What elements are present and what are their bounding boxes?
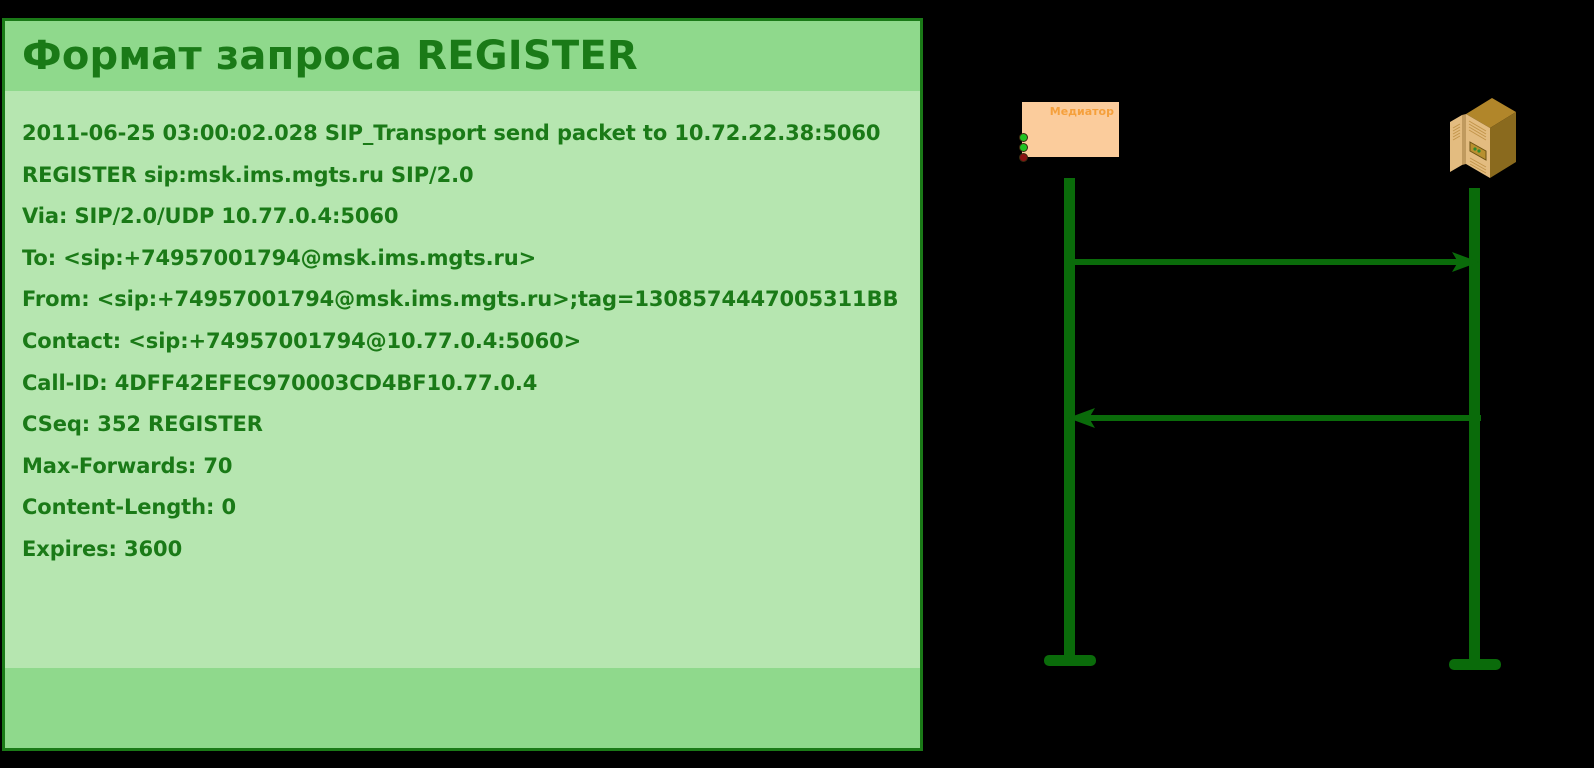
slide-footer — [5, 668, 920, 748]
mediator-node[interactable]: Медиатор — [1019, 102, 1119, 162]
log-line: Contact: <sip:+74957001794@10.77.0.4:506… — [22, 328, 582, 353]
log-line: Content-Length: 0 — [22, 495, 236, 520]
lifeline-foot-mediator — [1044, 655, 1096, 666]
led-green-1-icon — [1019, 133, 1028, 142]
log-line: Via: SIP/2.0/UDP 10.77.0.4:5060 — [22, 204, 399, 229]
mediator-label: Медиатор — [1049, 105, 1114, 118]
log-line: To: <sip:+74957001794@msk.ims.mgts.ru> — [22, 245, 537, 270]
message-arrow-left — [1066, 406, 1481, 430]
led-red-1-icon — [1019, 153, 1028, 162]
log-line: From: <sip:+74957001794@msk.ims.mgts.ru>… — [22, 287, 899, 312]
lifeline-mediator — [1064, 178, 1075, 663]
sequence-diagram: Медиатор — [926, 0, 1594, 768]
page-title: Формат запроса REGISTER — [22, 33, 638, 79]
slide-panel: Формат запроса REGISTER 2011-06-25 03:00… — [2, 18, 923, 751]
log-line: 2011-06-25 03:00:02.028 SIP_Transport se… — [22, 121, 881, 145]
led-green-2-icon — [1019, 143, 1028, 152]
lifeline-server — [1469, 188, 1480, 665]
log-line: CSeq: 352 REGISTER — [22, 412, 263, 437]
message-arrow-right — [1066, 250, 1481, 274]
log-line: Expires: 3600 — [22, 536, 183, 561]
lifeline-foot-server — [1449, 659, 1501, 670]
log-line: Call-ID: 4DFF42EFEC970003CD4BF10.77.0.4 — [22, 370, 538, 395]
log-line: Max-Forwards: 70 — [22, 453, 233, 478]
server-rack-icon[interactable] — [1440, 92, 1520, 192]
log-line: REGISTER sip:msk.ims.mgts.ru SIP/2.0 — [22, 162, 474, 187]
slide-header: Формат запроса REGISTER — [5, 21, 920, 91]
sip-log-block: 2011-06-25 03:00:02.028 SIP_Transport se… — [5, 91, 920, 674]
